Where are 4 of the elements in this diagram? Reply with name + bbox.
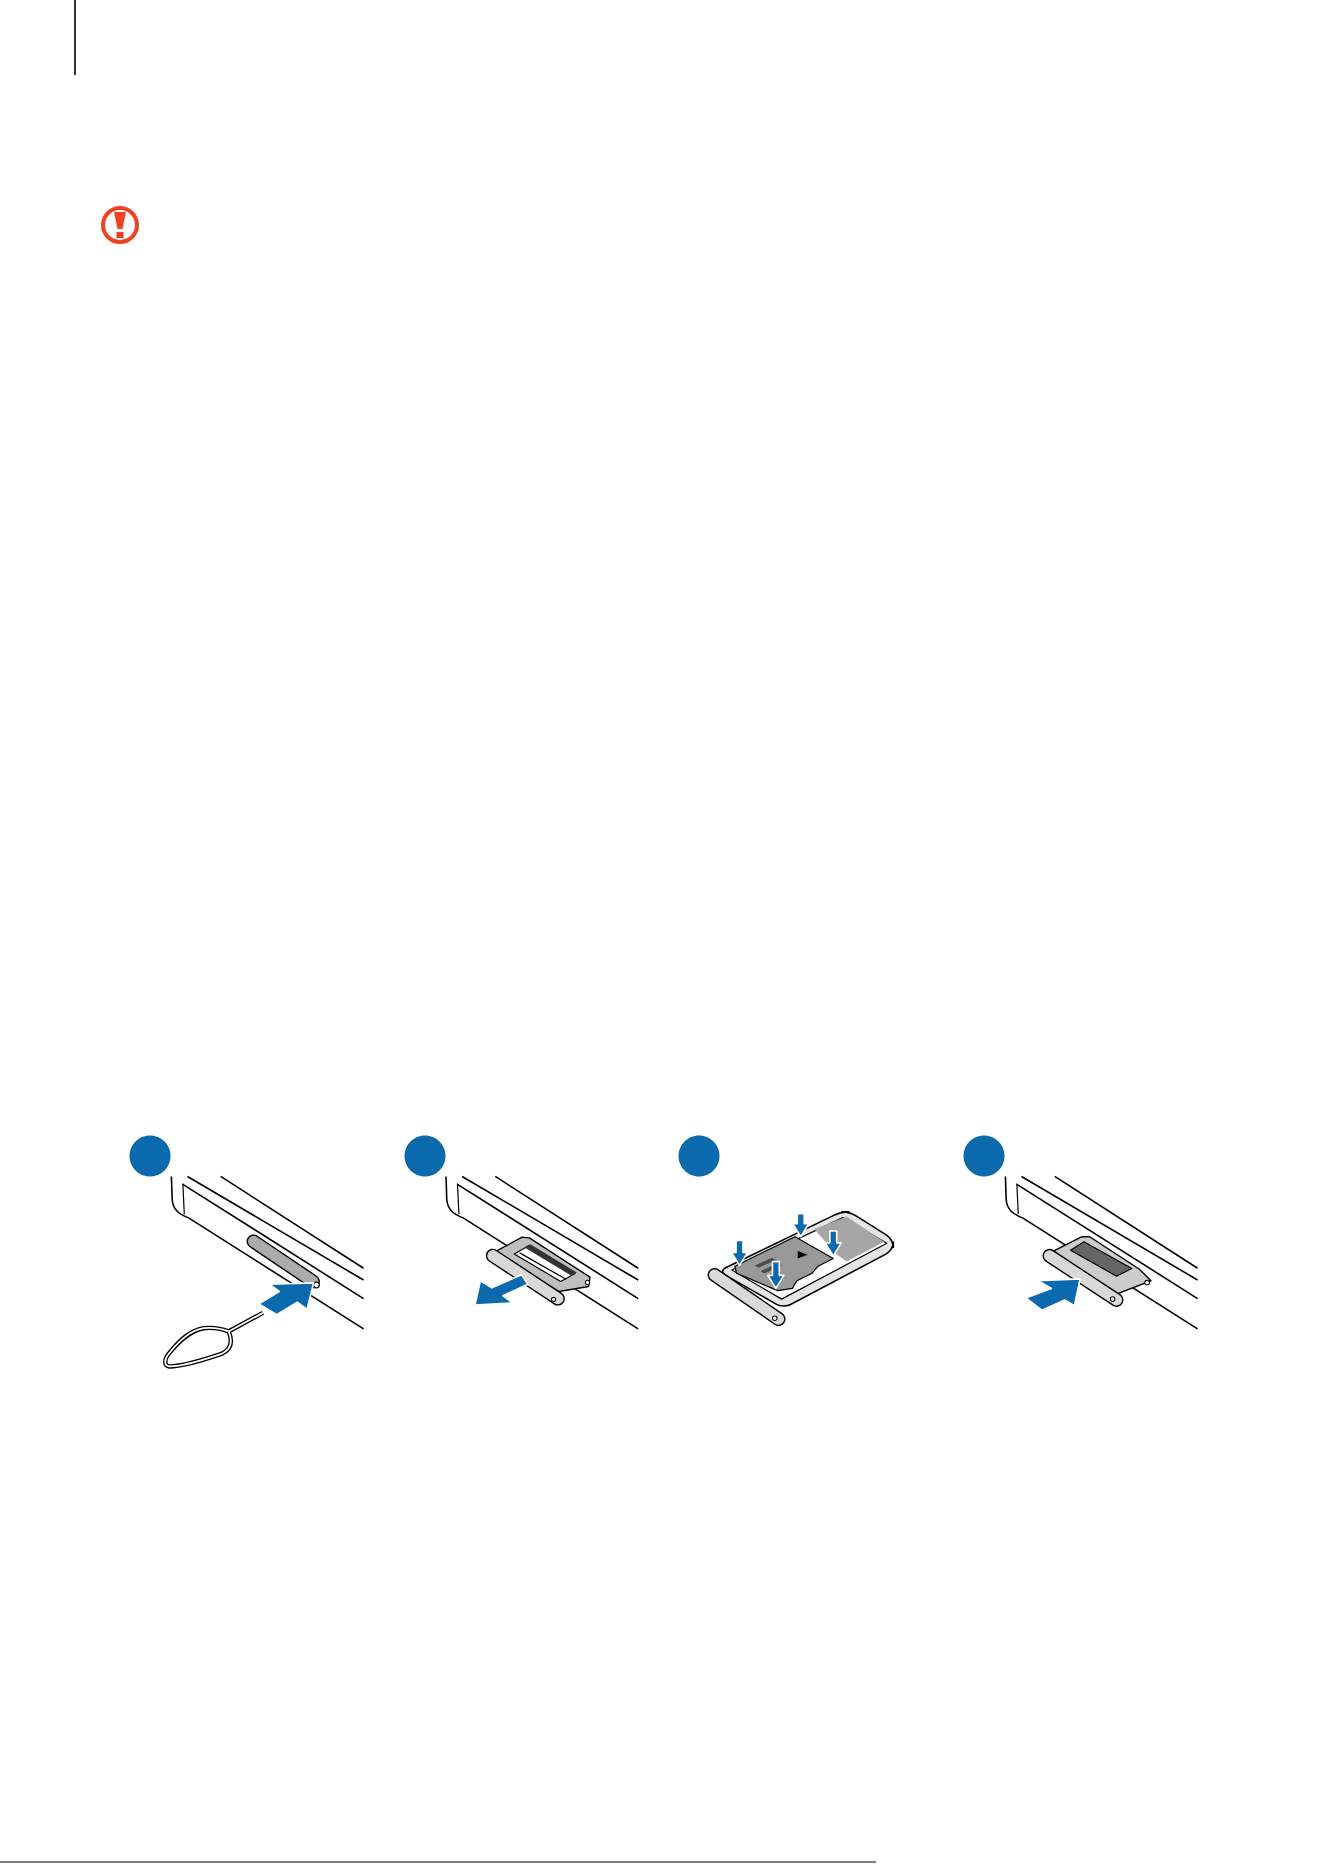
- step-badge: [963, 1135, 1005, 1177]
- step-badge: [678, 1135, 720, 1177]
- step-badge: [404, 1135, 446, 1177]
- step-badge: [129, 1135, 171, 1177]
